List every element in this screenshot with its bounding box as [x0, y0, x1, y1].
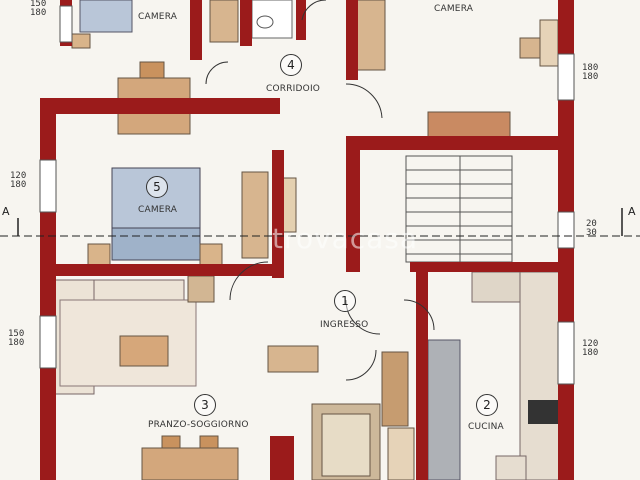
chair [139, 61, 165, 79]
wall-corridor-right [346, 0, 358, 80]
wall-h-upper [40, 98, 280, 114]
wall-kitchen-left [416, 262, 428, 480]
wardrobe [209, 0, 239, 43]
kitchen-counter-right [519, 271, 561, 480]
room-number-4: 4 [280, 54, 302, 76]
door-kitchen-2 [403, 299, 435, 331]
room-label-corridoio: CORRIDOIO [266, 84, 321, 94]
wall-camera5-right [272, 150, 284, 278]
rug-inner [321, 413, 371, 477]
stair-steps [406, 156, 512, 262]
stairs [405, 155, 513, 263]
window-2 [557, 53, 575, 101]
wall-wc-right [296, 0, 306, 40]
toilet-icon [256, 15, 274, 29]
wall-stair-left [346, 136, 360, 272]
desk-side [539, 19, 559, 67]
door-corridor-1 [205, 61, 229, 85]
entry-bench [267, 345, 319, 373]
room-number-2: 2 [476, 394, 498, 416]
mirror [387, 427, 415, 480]
coat-stand [381, 351, 409, 427]
bed-top-left [79, 0, 133, 33]
door-wc [301, 0, 326, 21]
cabinet-top-right [354, 0, 386, 71]
dining-chair-2 [199, 435, 219, 449]
room-number-1: 1 [334, 290, 356, 312]
plant [187, 275, 215, 303]
coffee-table [119, 335, 169, 367]
room-label-ingresso: INGRESSO [320, 320, 369, 330]
nightstand [71, 33, 91, 49]
wall-bottom-mid [270, 436, 294, 480]
bed-cover [111, 227, 201, 261]
door-living [229, 261, 269, 301]
kitchen-counter-left [427, 339, 461, 480]
section-marker-right: A [628, 205, 636, 218]
windows [39, 5, 575, 385]
nightstand-left [87, 243, 111, 267]
room-label-pranzo-soggiorno: PRANZO-SOGGIORNO [148, 420, 249, 430]
window-5 [39, 315, 57, 369]
door-corridor-2 [345, 83, 383, 119]
wall-wc [240, 0, 252, 46]
watermark: trovacasa [272, 222, 419, 255]
wall-h-middle [40, 264, 284, 276]
room-label-camera-top-left: CAMERA [138, 12, 178, 22]
wall-stair-top [346, 136, 560, 150]
cabinet-mid-right [427, 111, 511, 139]
room-label-camera-5: CAMERA [138, 205, 178, 215]
sink [495, 455, 527, 480]
dining-chair-1 [161, 435, 181, 449]
nightstand-right [199, 243, 223, 267]
wall-kitchen-top [410, 262, 560, 272]
door-kitchen [345, 349, 377, 381]
doors [205, 0, 435, 381]
window-3 [39, 159, 57, 213]
room-label-cucina: CUCINA [468, 422, 504, 432]
section-marker-left: A [2, 205, 10, 218]
window-4 [557, 211, 575, 249]
window-6 [557, 321, 575, 385]
room-number-5: 5 [146, 176, 168, 198]
wall-corridor-left [190, 0, 202, 60]
dining-table [141, 447, 239, 480]
room-label-camera-top-right: CAMERA [434, 4, 474, 14]
wardrobe-camera-5 [241, 171, 269, 259]
window-1 [59, 5, 73, 43]
room-number-3: 3 [194, 394, 216, 416]
wall-outer-left [40, 98, 56, 480]
stove [528, 400, 558, 424]
